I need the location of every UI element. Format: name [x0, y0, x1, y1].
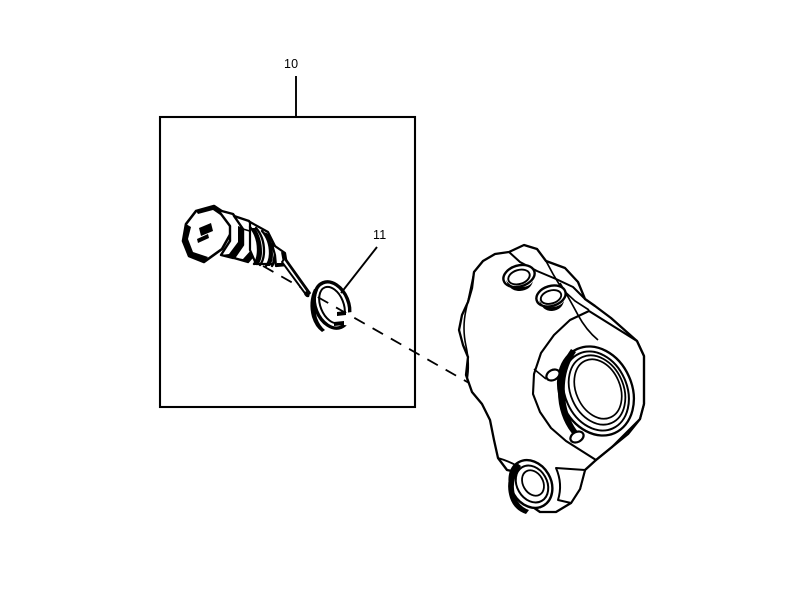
housing-top-bore-inner-1: [507, 268, 531, 286]
sensor-thread-shading-2: [263, 232, 273, 266]
callout-11-leader-line: [340, 246, 378, 294]
seal-ring: [310, 280, 352, 332]
callout-number-11: 11: [373, 228, 387, 242]
sensor-connector-shading: [183, 224, 208, 262]
housing-main-bore-ring-2: [562, 350, 630, 432]
temperature-sensor: [181, 204, 311, 298]
detail-box: [158, 115, 417, 409]
housing-top-bore-2-shadow: [539, 300, 564, 311]
housing-top-ridge: [508, 251, 586, 300]
housing-lower-foot: [555, 467, 586, 504]
housing-top-bore-inner-2: [539, 289, 563, 305]
seal-ring-gap-face-lower: [334, 321, 344, 326]
housing-lower-boss-shading: [508, 463, 529, 514]
housing-main-bore-ring-3: [567, 354, 627, 426]
housing-lower-boss-mid: [514, 464, 550, 504]
housing-flange-face: [531, 309, 646, 462]
housing-left-crease: [463, 271, 475, 381]
housing-mounting-hole-upper: [545, 368, 561, 382]
housing-top-bore-1-shadow: [506, 280, 533, 291]
seal-ring-gap-face-upper: [337, 311, 346, 316]
housing-lower-boss-inner: [521, 469, 545, 497]
sensor-probe-tip-end: [304, 291, 310, 298]
seal-ring-shading: [310, 289, 325, 332]
seal-ring-outer: [312, 280, 352, 330]
assembly-axis-dashed-line: [262, 265, 493, 397]
sensor-collar-shading: [221, 226, 243, 258]
sensor-connector-slot-tail: [197, 234, 209, 243]
sensor-thread-shading: [251, 228, 262, 265]
sensor-connector-slot: [199, 223, 213, 236]
housing-main-bore-shading: [557, 349, 582, 440]
housing-mounting-hole-lower: [569, 430, 585, 444]
thermostat-housing: [457, 243, 646, 514]
housing-main-bore-ring-4: [573, 358, 623, 420]
sensor-connector-top-shading: [196, 206, 229, 219]
housing-detail-tick: [533, 368, 547, 380]
callout-number-10: 10: [284, 57, 299, 71]
sensor-probe-tip-highlight: [284, 259, 310, 295]
